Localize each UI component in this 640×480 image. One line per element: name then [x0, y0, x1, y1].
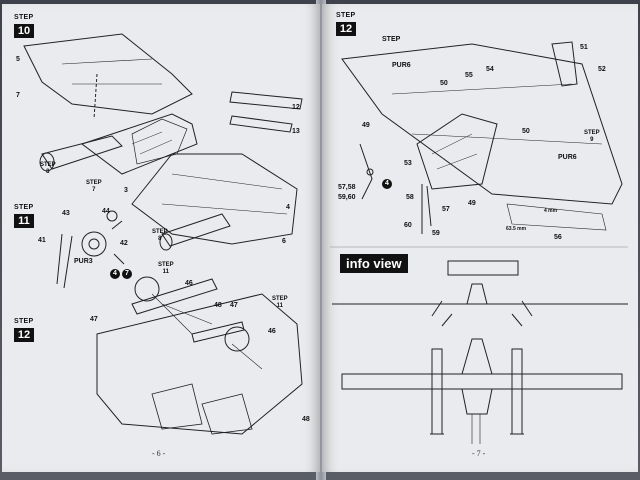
step-10-marker: STEP 10 — [14, 14, 34, 39]
callout-57: 57 — [442, 206, 450, 213]
front-prop-left — [431, 300, 453, 327]
step-label: STEP — [14, 204, 34, 211]
ref-step-8: STEP 8 — [40, 162, 56, 175]
top-strip — [447, 260, 519, 276]
callout-pur3: PUR3 — [74, 258, 93, 265]
step-11-marker: STEP 11 — [14, 204, 34, 229]
right-page-drawings — [330, 41, 628, 444]
callout-51: 51 — [580, 44, 588, 51]
callout-52: 52 — [598, 66, 606, 73]
dimension-4mm: 4 mm — [544, 208, 558, 214]
fuselage-pod — [80, 113, 198, 175]
callout-54: 54 — [486, 66, 494, 73]
badge-4-right: 4 — [382, 179, 392, 189]
prop-blade — [421, 184, 432, 234]
plan-view-boom-right — [511, 348, 523, 435]
info-view-label: info view — [340, 254, 408, 273]
plan-view-boom-left — [431, 348, 443, 435]
tailplane-part — [229, 91, 303, 110]
callout-pur6b: PUR6 — [558, 154, 577, 161]
aircraft-iso-view — [341, 43, 623, 205]
step-label: STEP — [14, 14, 34, 21]
step-label: STEP — [14, 318, 34, 325]
left-page: STEP 10 STEP 11 STEP 12 — [2, 4, 320, 472]
callout-44: 44 — [102, 208, 110, 215]
callout-59: 59 — [432, 230, 440, 237]
plan-view-wing — [341, 373, 623, 390]
page-number-right: - 7 - — [472, 449, 486, 458]
callout-49b: 49 — [468, 200, 476, 207]
step-number: 12 — [14, 328, 34, 342]
step-number: 11 — [14, 214, 34, 228]
callout-56: 56 — [554, 234, 562, 241]
page-number-left: - 6 - — [152, 449, 166, 458]
callout-7: 7 — [16, 92, 20, 99]
step-12-marker-right: STEP 12 — [336, 12, 356, 37]
callout-53: 53 — [404, 160, 412, 167]
step-12-marker: STEP 12 — [14, 318, 34, 343]
callout-58: 58 — [406, 194, 414, 201]
callout-13: 13 — [292, 128, 300, 135]
ref-step-9: STEP 9 — [584, 130, 600, 143]
callout-48b: 48 — [302, 416, 310, 423]
callout-4: 4 — [286, 204, 290, 211]
callout-42: 42 — [120, 240, 128, 247]
ref-step-11: STEP 11 — [158, 262, 174, 275]
callout-47b: 47 — [230, 302, 238, 309]
callout-50b: 50 — [522, 128, 530, 135]
wheel-step12 — [134, 276, 160, 302]
callout-49: 49 — [362, 122, 370, 129]
callout-59-60: 59,60 — [338, 194, 356, 201]
cockpit-nose — [416, 113, 498, 190]
callout-57-58: 57,58 — [338, 184, 356, 191]
dimension-63-5mm: 63.5 mm — [506, 226, 527, 232]
landing-strut — [56, 233, 73, 289]
callout-46: 46 — [185, 280, 193, 287]
ref-step-8b: STEP 8 — [152, 229, 168, 242]
callout-41: 41 — [38, 237, 46, 244]
step-label: STEP — [336, 12, 356, 19]
fuselage-assembly — [96, 293, 303, 435]
gear-bay-part — [131, 278, 218, 315]
callout-12: 12 — [292, 104, 300, 111]
tail-part — [551, 41, 578, 87]
callout-46b: 46 — [268, 328, 276, 335]
front-prop-right — [511, 300, 533, 327]
callout-50: 50 — [440, 80, 448, 87]
plan-view-nose — [461, 338, 493, 375]
callout-47: 47 — [90, 316, 98, 323]
engine-nacelle-right — [161, 213, 231, 247]
step-number: 10 — [14, 24, 34, 38]
callout-6: 6 — [282, 238, 286, 245]
wing-drawing — [23, 33, 193, 115]
callout-pur6: PUR6 — [392, 62, 411, 69]
book-gutter — [316, 0, 326, 480]
lower-wing — [131, 153, 298, 245]
wheel — [81, 231, 107, 257]
propeller — [359, 143, 373, 200]
ref-step-11b: STEP 11 — [272, 296, 288, 309]
callout-43: 43 — [62, 210, 70, 217]
right-page: STEP 12 — [322, 4, 638, 472]
front-view-fuselage — [466, 283, 488, 305]
step-number: 12 — [336, 22, 356, 36]
badge-4: 4 — [110, 269, 120, 279]
callout-55: 55 — [465, 72, 473, 79]
badge-7: 7 — [122, 269, 132, 279]
callout-48: 48 — [214, 302, 222, 309]
callout-3: 3 — [124, 187, 128, 194]
callout-60: 60 — [404, 222, 412, 229]
ref-step-7: STEP 7 — [86, 180, 102, 193]
callout-step: STEP — [382, 36, 401, 43]
left-page-drawings — [23, 33, 303, 435]
callout-5: 5 — [16, 56, 20, 63]
